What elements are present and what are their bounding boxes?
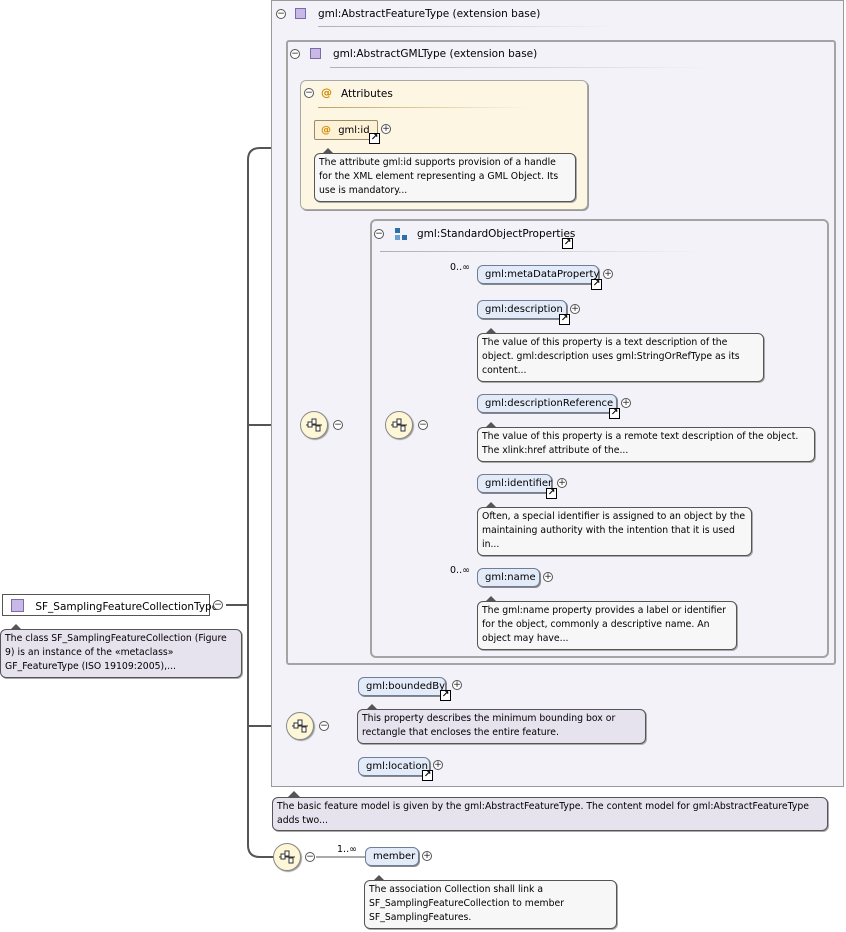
reference-arrow-icon[interactable]: ↗ — [369, 133, 380, 144]
element-boundedby[interactable]: gml:boundedBy — [358, 677, 446, 696]
abstract-feature-documentation: The basic feature model is given by the … — [272, 797, 828, 831]
gml-id-documentation: The attribute gml:id supports provision … — [314, 153, 576, 202]
element-name: gml:identifier — [485, 478, 553, 489]
doc-pointer — [485, 596, 497, 602]
doc-pointer — [322, 148, 334, 154]
reference-arrow-icon[interactable]: ↗ — [559, 314, 570, 325]
collapse-sequence-button[interactable]: − — [305, 851, 315, 862]
doc-pointer — [366, 704, 378, 710]
collapse-root-button[interactable]: − — [213, 599, 223, 610]
doc-pointer — [373, 875, 385, 881]
expand-button[interactable]: + — [422, 850, 432, 861]
element-name: gml:descriptionReference — [485, 398, 614, 409]
cardinality-label: 0..∞ — [450, 565, 470, 576]
abstract-gml-region — [286, 40, 836, 665]
name-documentation: The gml:name property provides a label o… — [477, 601, 737, 650]
reference-arrow-icon[interactable]: ↗ — [422, 770, 433, 781]
reference-arrow-icon[interactable]: ↗ — [609, 408, 620, 419]
element-location[interactable]: gml:location — [358, 757, 430, 776]
sequence-compositor-icon[interactable] — [385, 411, 413, 439]
element-name: gml:name — [485, 572, 536, 583]
element-name: gml:location — [366, 761, 428, 772]
collapse-abstract-feature-button[interactable]: − — [276, 8, 286, 19]
standard-props-header: gml:StandardObjectProperties — [417, 228, 576, 240]
sequence-glyph — [391, 418, 407, 432]
element-metadataproperty[interactable]: gml:metaDataProperty — [477, 265, 599, 284]
cardinality-label: 0..∞ — [450, 262, 470, 273]
abstract-feature-header: gml:AbstractFeatureType (extension base) — [318, 8, 541, 20]
sequence-glyph — [306, 418, 322, 432]
header-divider — [318, 107, 528, 108]
cardinality-label: 1..∞ — [337, 844, 357, 855]
header-divider — [330, 67, 710, 68]
member-documentation: The association Collection shall link a … — [364, 880, 617, 929]
collapse-attributes-button[interactable]: − — [304, 87, 314, 98]
group-icon — [395, 228, 407, 240]
header-divider — [318, 26, 618, 27]
expand-button[interactable]: + — [433, 759, 443, 770]
root-type-box[interactable]: SF_SamplingFeatureCollectionType — [2, 594, 218, 616]
expand-button[interactable]: + — [603, 268, 613, 279]
collapse-sequence-button[interactable]: − — [418, 419, 428, 430]
element-name: gml:description — [485, 304, 563, 315]
boundedby-documentation: This property describes the minimum boun… — [357, 709, 646, 744]
collapse-sequence-button[interactable]: − — [319, 720, 329, 731]
expand-button[interactable]: + — [381, 123, 391, 134]
sequence-compositor-icon[interactable] — [300, 411, 328, 439]
element-name: gml:metaDataProperty — [485, 269, 600, 280]
element-description[interactable]: gml:description — [477, 300, 567, 319]
expand-button[interactable]: + — [621, 397, 631, 408]
class-icon — [310, 48, 321, 59]
expand-button[interactable]: + — [452, 679, 462, 690]
attribute-gml-id[interactable]: @ gml:id — [314, 120, 378, 140]
attribute-icon: @ — [321, 86, 332, 99]
reference-arrow-icon[interactable]: ↗ — [591, 279, 602, 290]
header-divider — [380, 251, 700, 252]
element-name: member — [373, 851, 416, 862]
expand-button[interactable]: + — [557, 477, 567, 488]
abstract-gml-header: gml:AbstractGMLType (extension base) — [333, 48, 538, 60]
class-icon — [11, 599, 24, 612]
element-name: gml:boundedBy — [366, 681, 446, 692]
doc-pointer — [485, 328, 497, 334]
sequence-compositor-icon[interactable] — [286, 712, 314, 740]
root-type-name: SF_SamplingFeatureCollectionType — [35, 601, 219, 613]
expand-button[interactable]: + — [543, 571, 553, 582]
attributes-header: Attributes — [341, 88, 393, 100]
reference-arrow-icon[interactable]: ↗ — [562, 238, 573, 249]
root-documentation: The class SF_SamplingFeatureCollection (… — [0, 629, 242, 678]
element-name-property[interactable]: gml:name — [477, 568, 540, 587]
doc-pointer — [485, 422, 497, 428]
doc-pointer — [288, 791, 300, 797]
class-icon — [295, 8, 306, 19]
attribute-icon: @ — [321, 125, 331, 136]
reference-arrow-icon[interactable]: ↗ — [546, 488, 557, 499]
expand-button[interactable]: + — [570, 303, 580, 314]
element-identifier[interactable]: gml:identifier — [477, 474, 552, 493]
element-descriptionreference[interactable]: gml:descriptionReference — [477, 394, 617, 413]
collapse-abstract-gml-button[interactable]: − — [290, 48, 300, 59]
element-member[interactable]: member — [365, 847, 419, 866]
description-reference-documentation: The value of this property is a remote t… — [477, 427, 815, 462]
doc-pointer — [10, 624, 22, 630]
sequence-compositor-icon[interactable] — [273, 843, 301, 871]
collapse-sequence-button[interactable]: − — [333, 419, 343, 430]
reference-arrow-icon[interactable]: ↗ — [440, 690, 451, 701]
description-documentation: The value of this property is a text des… — [477, 333, 764, 382]
collapse-standard-props-button[interactable]: − — [374, 228, 384, 239]
identifier-documentation: Often, a special identifier is assigned … — [477, 507, 752, 556]
sequence-glyph — [279, 850, 295, 864]
attribute-name: gml:id — [338, 125, 370, 136]
doc-pointer — [485, 502, 497, 508]
sequence-glyph — [292, 719, 308, 733]
